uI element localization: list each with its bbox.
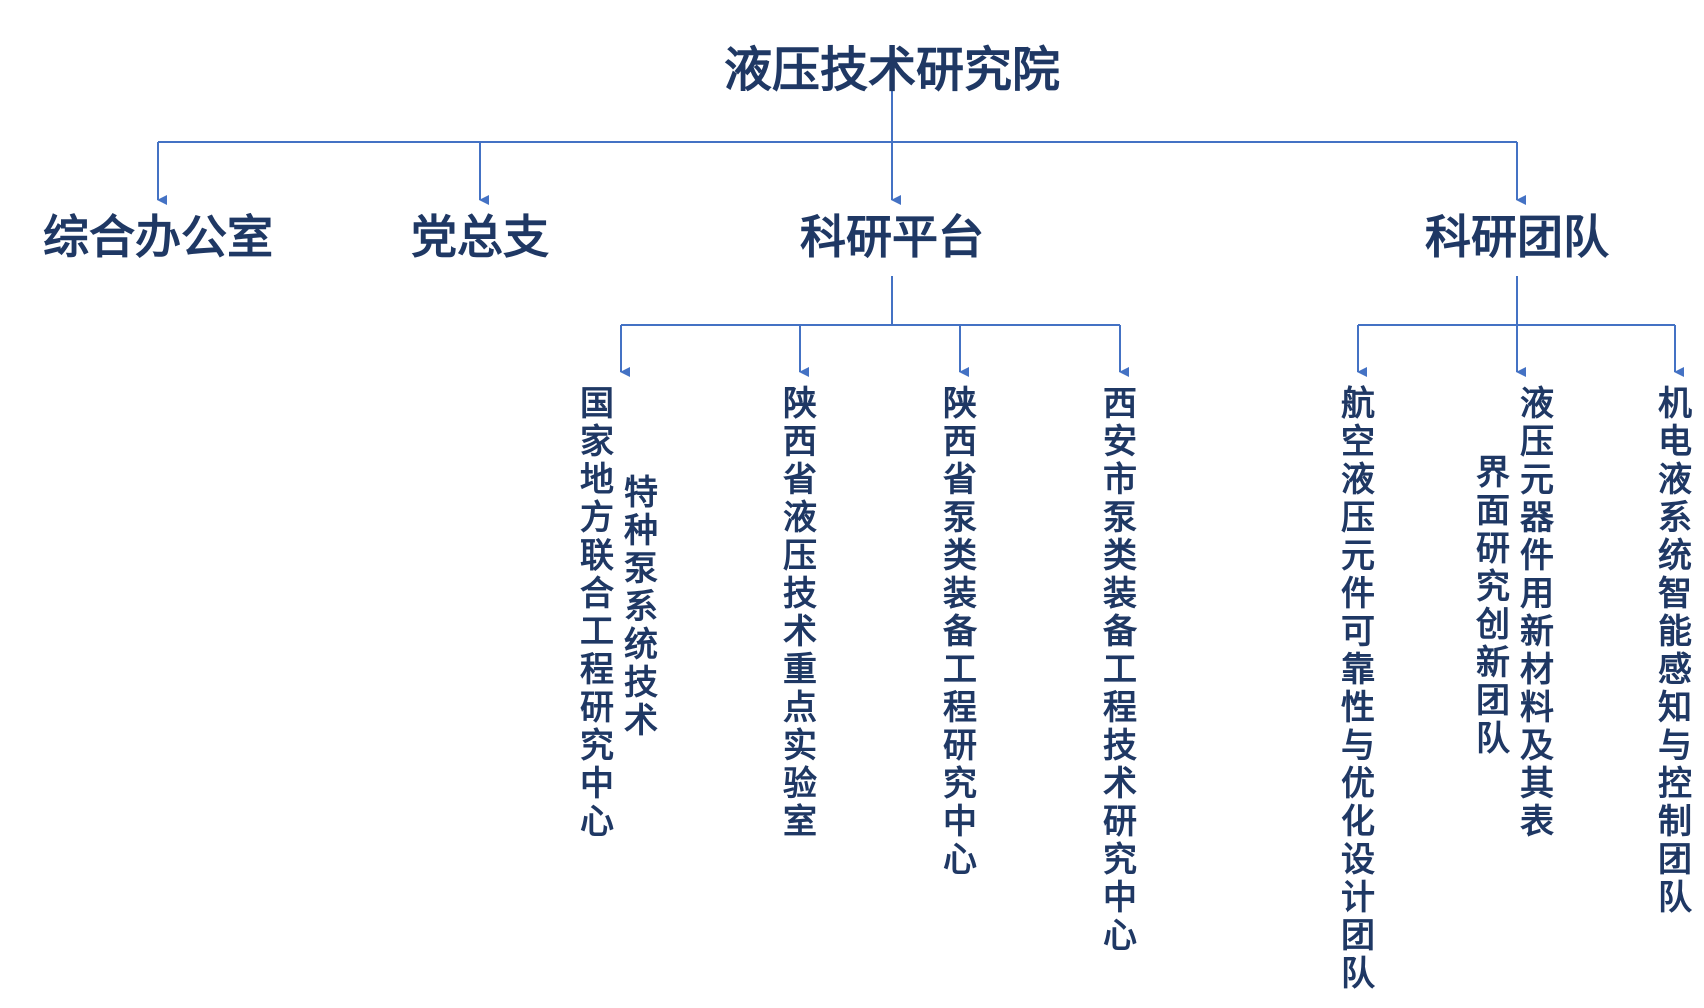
platform-4-label: 西安市泵类装备工程技术研究中心 <box>1103 384 1137 956</box>
dept-party: 党总支 <box>411 210 549 264</box>
root-title: 液压技术研究院 <box>723 42 1061 98</box>
platform-1-label-main: 国家地方联合工程研究中心 <box>580 384 614 842</box>
team-3-label: 机电液系统智能感知与控制团队 <box>1658 384 1692 918</box>
dept-platform: 科研平台 <box>800 210 984 264</box>
team-2-label-sub: 界面研究创新团队 <box>1476 453 1510 759</box>
platform-2-label: 陕西省液压技术重点实验室 <box>783 384 817 842</box>
team-2-label-main: 液压元器件用新材料及其表 <box>1520 384 1554 842</box>
team-1-label: 航空液压元件可靠性与优化设计团队 <box>1341 384 1375 994</box>
dept-team: 科研团队 <box>1425 210 1609 264</box>
platform-3-label: 陕西省泵类装备工程研究中心 <box>943 384 977 880</box>
dept-office: 综合办公室 <box>43 210 273 264</box>
platform-1-label-sub: 特种泵系统技术 <box>624 473 658 741</box>
